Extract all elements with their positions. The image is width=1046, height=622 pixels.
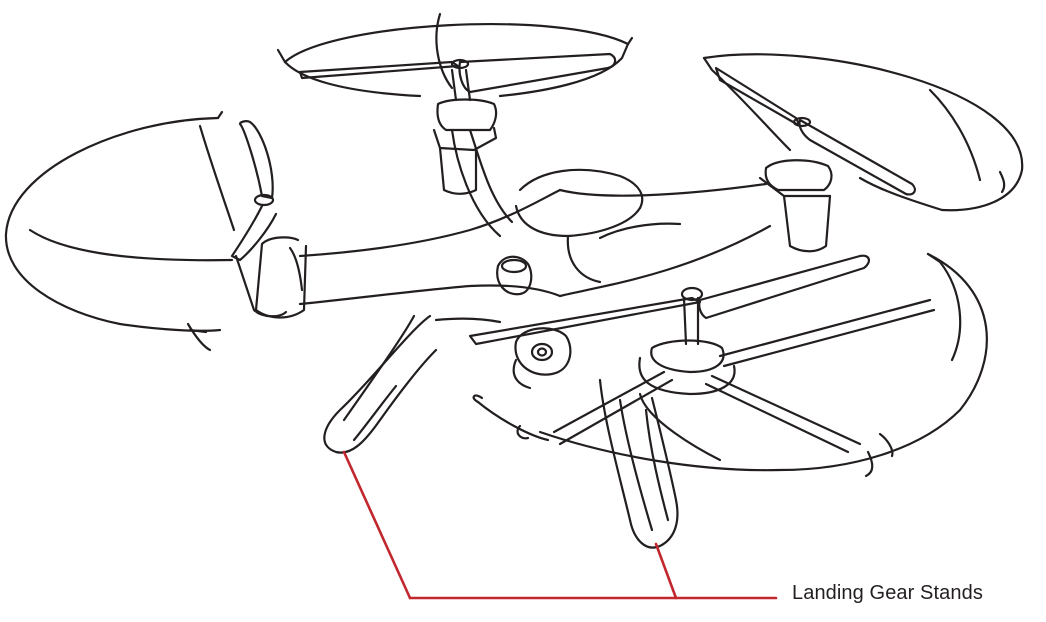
callout-label-landing-gear-stands: Landing Gear Stands — [792, 582, 983, 604]
drone-body — [298, 128, 772, 390]
rotor-guard-front-right — [468, 252, 988, 478]
rotor-guard-right — [702, 53, 1024, 253]
drone-line-art — [4, 12, 1024, 549]
landing-gear — [323, 314, 722, 549]
rotor-guard-top-center — [276, 12, 634, 195]
rotor-guard-left — [4, 110, 308, 352]
callout-leader-lines — [342, 450, 778, 600]
leader-line-left-stand — [342, 450, 412, 600]
leader-line-rear-stand — [654, 542, 678, 600]
